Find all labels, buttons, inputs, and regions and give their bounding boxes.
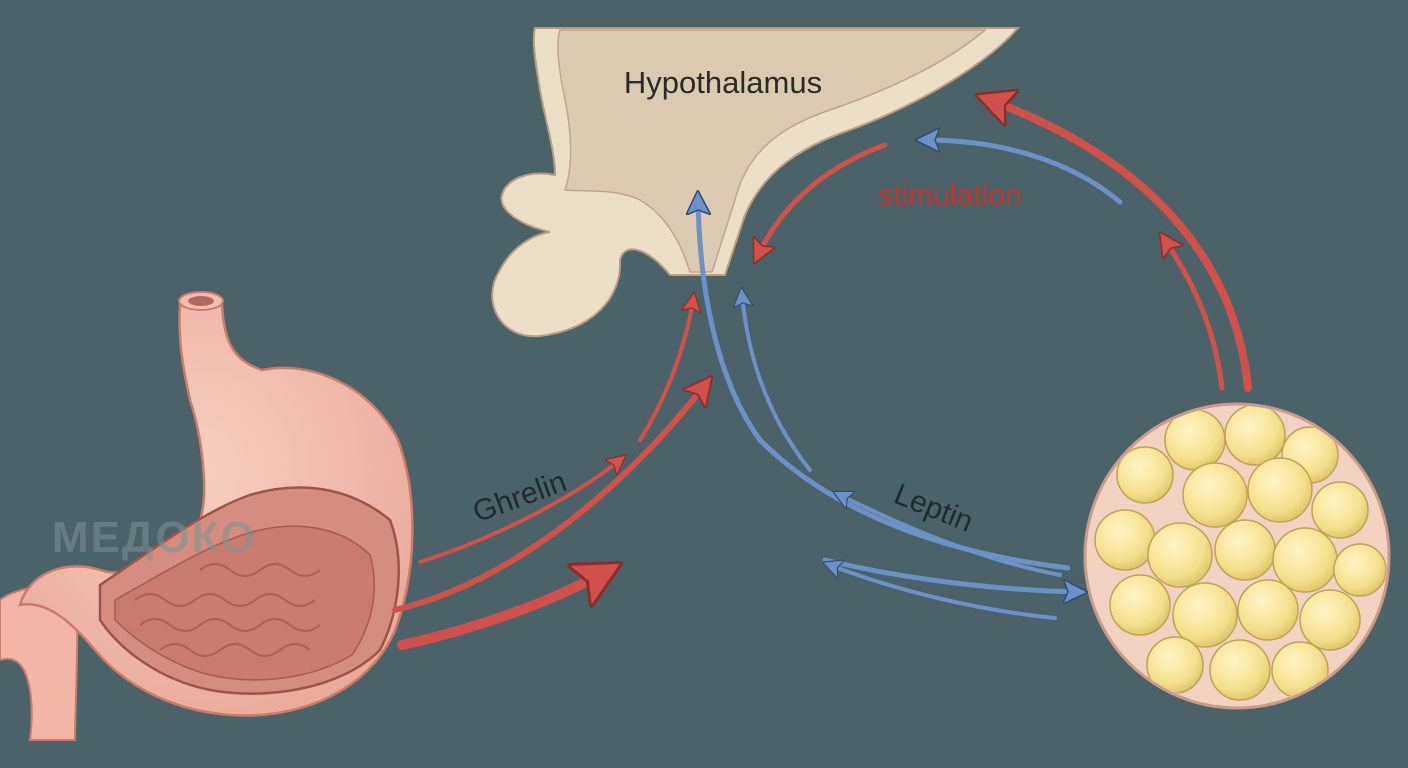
- stomach-illustration: [0, 291, 414, 741]
- leptin-arrow-4: [822, 557, 1078, 592]
- stimulation-arrows: [758, 100, 1252, 392]
- stimulation-arrow-3: [758, 142, 888, 255]
- stimulation-arrow-1: [990, 100, 1252, 392]
- ghrelin-arrow-3: [397, 572, 605, 650]
- leptin-arrow-6: [925, 140, 1123, 205]
- stimulation-arrow-2: [1165, 240, 1225, 391]
- leptin-arrow-5: [830, 565, 1057, 620]
- adipose-tissue-illustration: [1083, 402, 1391, 710]
- leptin-arrows: [698, 140, 1123, 620]
- leptin-arrow-2: [742, 295, 812, 472]
- ghrelin-arrows: [392, 300, 705, 650]
- ghrelin-arrow-1: [418, 460, 620, 564]
- leptin-arrow-1: [698, 200, 1071, 571]
- stimulation-label: stimulation: [878, 179, 1021, 212]
- ghrelin-arrow-2: [392, 385, 705, 613]
- hypothalamus-illustration: Hypothalamus: [491, 27, 1021, 338]
- ghrelin-arrow-4: [638, 300, 693, 442]
- leptin-arrow-3: [840, 495, 1062, 577]
- fat-cells: [1094, 406, 1387, 701]
- watermark-text: МЕДОКО: [52, 513, 257, 562]
- hypothalamus-label: Hypothalamus: [624, 65, 822, 100]
